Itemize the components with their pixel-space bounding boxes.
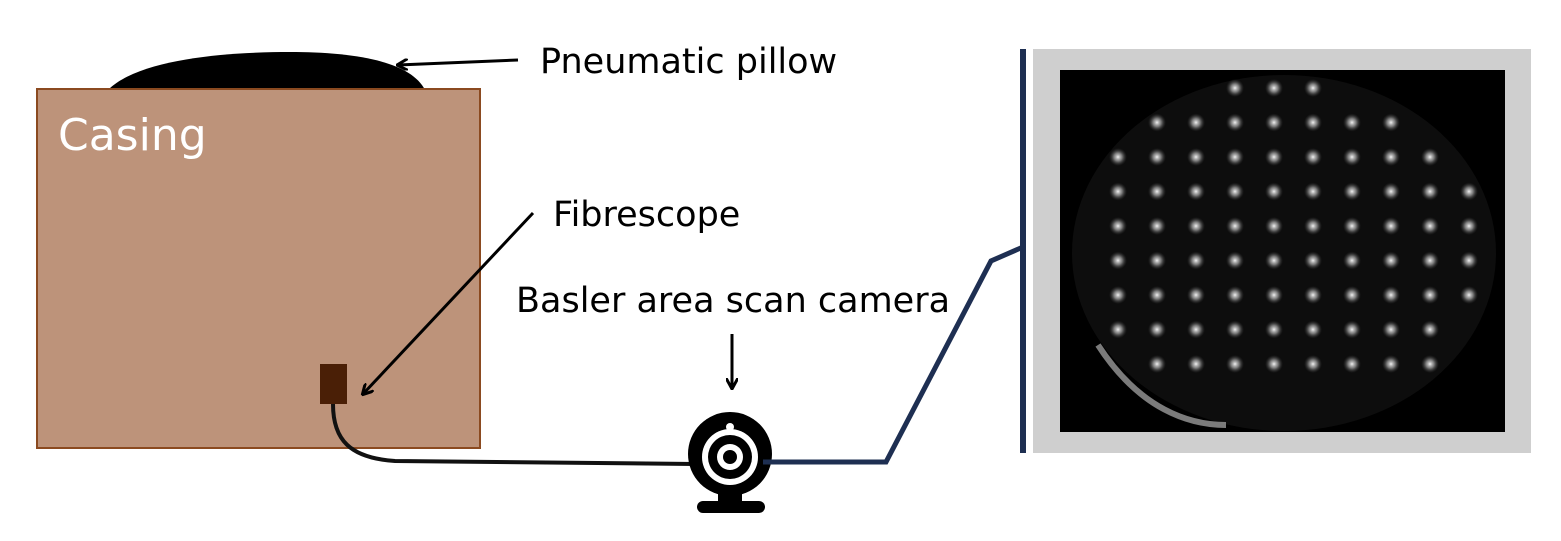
light-spot <box>1304 148 1322 166</box>
light-spot <box>1265 217 1283 235</box>
light-spot <box>1226 286 1244 304</box>
light-spot <box>1343 355 1361 373</box>
light-spot <box>1148 182 1166 201</box>
light-spot <box>1148 251 1166 270</box>
light-spot <box>1187 148 1205 166</box>
light-spot <box>1109 148 1127 166</box>
pillow-arrow <box>398 58 519 65</box>
light-spot <box>1421 286 1439 304</box>
light-spot <box>1109 217 1127 235</box>
light-spot <box>1265 148 1283 166</box>
light-spot <box>1187 113 1205 132</box>
webcam-icon <box>688 412 772 513</box>
light-spot <box>1187 320 1205 339</box>
light-spot <box>1382 251 1400 270</box>
light-spot <box>1304 113 1322 132</box>
light-spot <box>1382 217 1400 235</box>
light-spot <box>1421 148 1439 166</box>
light-spot <box>1226 251 1244 270</box>
light-spot <box>1265 79 1283 97</box>
fibrescope-image <box>1072 75 1496 431</box>
light-spot <box>1382 286 1400 304</box>
pneumatic-pillow <box>108 52 425 90</box>
light-spot <box>1343 148 1361 166</box>
light-spot <box>1382 320 1400 339</box>
light-spot <box>1304 79 1322 97</box>
light-spot <box>1148 355 1166 373</box>
light-spot <box>1265 113 1283 132</box>
video-cable <box>763 244 1025 465</box>
light-spot <box>1187 217 1205 235</box>
light-spot <box>1226 217 1244 235</box>
light-spot <box>1265 182 1283 201</box>
light-spot <box>1109 182 1127 201</box>
light-spot <box>1382 355 1400 373</box>
light-spot <box>1421 355 1439 373</box>
light-spot <box>1265 251 1283 270</box>
light-spot <box>1148 113 1166 132</box>
light-spot <box>1460 286 1478 304</box>
light-spot <box>1382 182 1400 201</box>
light-spot <box>1421 182 1439 201</box>
pillow-label: Pneumatic pillow <box>540 42 837 82</box>
casing-label: Casing <box>58 110 207 161</box>
light-spot <box>1187 286 1205 304</box>
light-spot <box>1304 217 1322 235</box>
light-spot <box>1421 217 1439 235</box>
light-spot <box>1343 217 1361 235</box>
fibrescope-tip <box>320 364 347 404</box>
light-spot <box>1265 355 1283 373</box>
light-spot <box>1148 217 1166 235</box>
light-spot <box>1148 320 1166 339</box>
light-spot <box>1148 148 1166 166</box>
light-spot <box>1187 182 1205 201</box>
light-spot <box>1148 286 1166 304</box>
light-spot <box>1343 251 1361 270</box>
light-spot <box>1460 217 1478 235</box>
light-spot <box>1343 320 1361 339</box>
light-spot <box>1187 251 1205 270</box>
light-spot <box>1343 113 1361 132</box>
light-spot <box>1304 320 1322 339</box>
light-spot <box>1265 286 1283 304</box>
light-spot <box>1382 148 1400 166</box>
light-spot <box>1226 113 1244 132</box>
light-spot <box>1226 320 1244 339</box>
fibrescope-arrow <box>363 211 535 394</box>
light-spot <box>1304 355 1322 373</box>
light-spot <box>1187 355 1205 373</box>
light-spot <box>1343 182 1361 201</box>
light-spot <box>1226 355 1244 373</box>
light-spot <box>1109 251 1127 270</box>
light-spot <box>1304 182 1322 201</box>
light-spot <box>1421 251 1439 270</box>
light-spot <box>1343 286 1361 304</box>
light-spot <box>1109 320 1127 339</box>
light-spot <box>1226 148 1244 166</box>
light-spot <box>1304 251 1322 270</box>
light-spot <box>1226 182 1244 201</box>
light-spot <box>1460 251 1478 270</box>
light-spot <box>1265 320 1283 339</box>
light-spot <box>1304 286 1322 304</box>
fibre-cable <box>331 403 696 466</box>
light-spot <box>1460 182 1478 201</box>
light-spot <box>1109 286 1127 304</box>
fibrescope-label: Fibrescope <box>553 195 740 235</box>
light-spot <box>1382 113 1400 132</box>
light-spot <box>1226 79 1244 97</box>
camera-label: Basler area scan camera <box>516 281 950 321</box>
light-spot <box>1421 320 1439 339</box>
casing-box <box>36 88 481 449</box>
